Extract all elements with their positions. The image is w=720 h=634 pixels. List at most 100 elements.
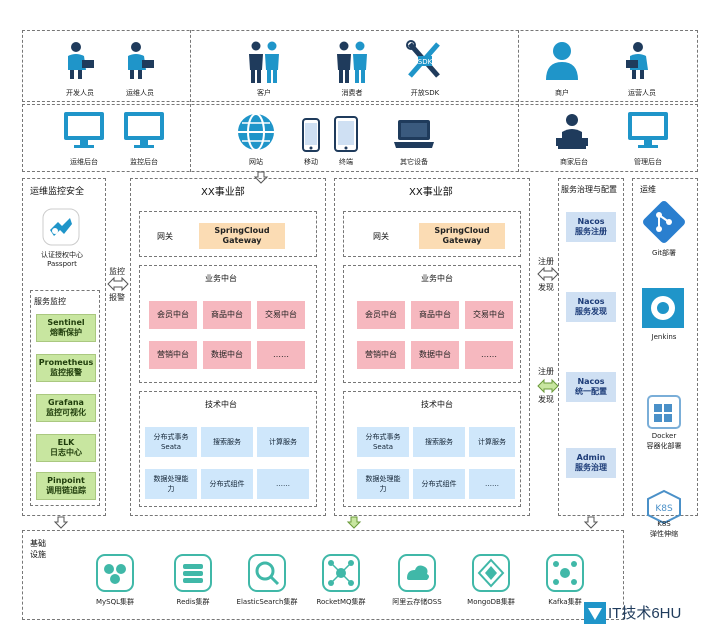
consumer-icon xyxy=(334,40,370,86)
ops-person-label: 运维人员 xyxy=(126,89,154,97)
oss-storage-icon xyxy=(398,554,436,594)
mongodb-icon xyxy=(472,554,510,594)
merchant-backend-icon xyxy=(554,112,590,152)
division-1-tech-3-l1: 计算服务 xyxy=(269,438,297,446)
sentinel-name: Sentinel xyxy=(47,318,85,327)
division-2-tech-4-l2: 力 xyxy=(379,485,387,493)
elk-box: ELK 日志中心 xyxy=(36,434,96,462)
git-icon xyxy=(643,201,685,244)
down-arrow-icon xyxy=(253,171,269,186)
division-2-tech-4-l1: 数据处理能 xyxy=(365,475,401,483)
division-1-biz-1: 会员中台 xyxy=(149,301,197,329)
k8s-badge-text: K8S xyxy=(655,504,673,514)
division-1-gateway-panel xyxy=(139,211,317,257)
division-1-gateway-box: SpringCloud Gateway xyxy=(199,223,285,249)
division-1-biz-title: 业务中台 xyxy=(205,274,237,283)
division-2-tech-4: 数据处理能力 xyxy=(357,469,409,499)
operator-label: 运营人员 xyxy=(628,89,656,97)
monitor-backend-icon xyxy=(122,110,166,152)
open-sdk-label: 开放SDK xyxy=(410,89,440,97)
k8s-icon: K8S xyxy=(646,489,682,526)
redis-icon xyxy=(174,554,212,594)
docker-label-1: Docker xyxy=(651,432,677,440)
division-2-gateway-line1: SpringCloud xyxy=(434,226,490,235)
infra-arrow-left-icon xyxy=(53,516,69,531)
monitor-arrow-line1: 监控 xyxy=(109,267,125,276)
other-device-label: 其它设备 xyxy=(400,158,428,166)
redis-label: Redis集群 xyxy=(176,598,210,606)
division-2-tech-2-l1: 搜索服务 xyxy=(425,438,453,446)
other-device-icon xyxy=(392,118,436,152)
division-1-tech-4-l1: 数据处理能 xyxy=(153,475,189,483)
sdk-badge-text: SDK xyxy=(418,58,433,66)
jenkins-label: Jenkins xyxy=(651,333,677,341)
division-2-tech-5: 分布式组件 xyxy=(413,469,465,499)
division-2-biz-6: …… xyxy=(465,341,513,369)
watermark-logo-icon xyxy=(584,602,606,626)
ops-backend-label: 运维后台 xyxy=(70,158,98,166)
consumer-label: 消费者 xyxy=(341,89,363,97)
elasticsearch-icon xyxy=(248,554,286,594)
division-1-biz-6: …… xyxy=(257,341,305,369)
developer-icon xyxy=(64,40,96,82)
rocketmq-label: RocketMQ集群 xyxy=(316,598,366,606)
user-row-divider-2 xyxy=(518,30,519,102)
division-2-biz-3: 交易中台 xyxy=(465,301,513,329)
register-arrow-icon-2 xyxy=(537,378,559,394)
pinpoint-box: Pinpoint 调用链追踪 xyxy=(36,472,96,500)
division-1-tech-6: …… xyxy=(257,469,309,499)
nacos-discovery-l1: Nacos xyxy=(577,297,605,306)
sdk-tools-icon: SDK xyxy=(406,40,442,84)
git-deploy-label: Git部署 xyxy=(651,249,677,257)
division-1-biz-4: 营销中台 xyxy=(149,341,197,369)
merchant-label: 商户 xyxy=(555,89,569,97)
grafana-name: Grafana xyxy=(48,398,84,407)
division-1-biz-5: 数据中台 xyxy=(203,341,251,369)
kafka-label: Kafka集群 xyxy=(548,598,582,606)
division-1-tech-6-l1: …… xyxy=(276,480,290,488)
service-monitor-title: 服务监控 xyxy=(34,297,66,306)
ops-security-panel xyxy=(22,178,106,516)
monitor-arrow-line2: 报警 xyxy=(109,293,125,302)
division-2-biz-panel xyxy=(343,265,521,383)
infra-arrow-right-icon xyxy=(583,516,599,531)
division-1-tech-5-l1: 分布式组件 xyxy=(209,480,245,488)
tablet-icon xyxy=(334,116,358,154)
terminal-label: 终端 xyxy=(339,158,353,166)
division-1-tech-4-l2: 力 xyxy=(167,485,175,493)
user-row-divider-1 xyxy=(190,30,191,102)
prometheus-name: Prometheus xyxy=(38,358,94,367)
division-2-gateway-label: 网关 xyxy=(373,232,389,241)
division-2-tech-6-l1: …… xyxy=(485,480,499,488)
devops-title: 运维 xyxy=(640,185,656,194)
division-1-title: XX事业部 xyxy=(201,187,245,198)
infra-title-2: 设施 xyxy=(30,550,46,559)
division-1-biz-2: 商品中台 xyxy=(203,301,251,329)
ops-security-title: 运维监控安全 xyxy=(30,187,85,197)
admin-governance-l1: Admin xyxy=(576,453,606,462)
elasticsearch-label: ElasticSearch集群 xyxy=(236,598,298,606)
oss-label: 阿里云存储OSS xyxy=(392,598,442,606)
jenkins-icon xyxy=(642,288,684,330)
watermark-text: IT技术6HU xyxy=(608,605,682,622)
division-2-tech-title: 技术中台 xyxy=(421,400,453,409)
division-2-biz-1: 会员中台 xyxy=(357,301,405,329)
docker-icon xyxy=(646,394,682,432)
register-arrow-icon-1 xyxy=(537,266,559,282)
register-label-1: 注册 xyxy=(538,257,554,266)
division-2-biz-4: 营销中台 xyxy=(357,341,405,369)
prometheus-box: Prometheus 监控报警 xyxy=(36,354,96,382)
division-2-tech-5-l1: 分布式组件 xyxy=(421,480,457,488)
nacos-config-l2: 统一配置 xyxy=(575,387,607,396)
mongodb-label: MongoDB集群 xyxy=(467,598,515,606)
infra-title-1: 基础 xyxy=(30,539,46,548)
terminal-row-divider-2 xyxy=(518,104,519,172)
monitor-backend-label: 监控后台 xyxy=(130,158,158,166)
division-1-tech-2-l1: 搜索服务 xyxy=(213,438,241,446)
merchant-icon xyxy=(544,40,580,82)
division-1-tech-panel xyxy=(139,391,317,507)
